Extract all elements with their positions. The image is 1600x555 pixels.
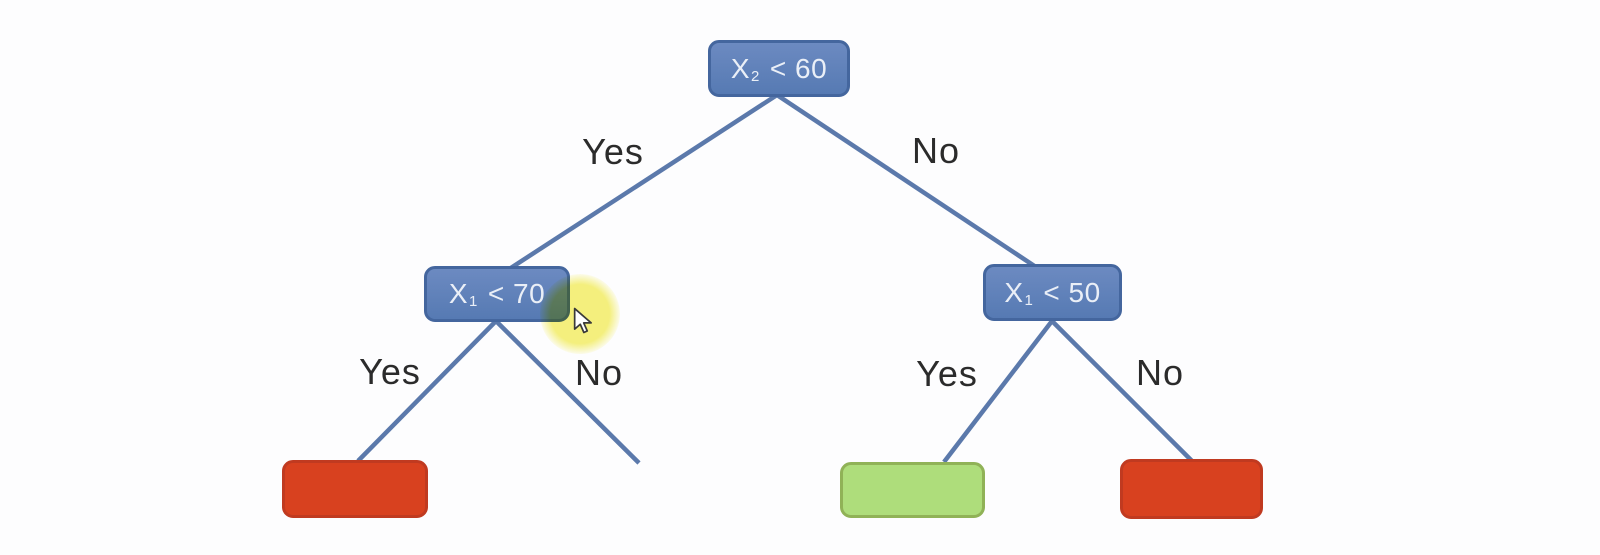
branch-label-root-no: No (911, 130, 961, 171)
edge-right-yes (942, 319, 1054, 464)
decision-node-left: X 1 < 70 (424, 266, 570, 322)
node-subscript: 1 (1024, 292, 1034, 309)
node-variable: X (448, 278, 469, 309)
branch-label-root-yes: Yes (582, 131, 644, 172)
edge-root-no (775, 93, 1050, 277)
node-subscript: 1 (469, 293, 478, 310)
node-subscript: 2 (751, 68, 760, 85)
branch-label-right-yes: Yes (916, 353, 978, 394)
leaf-node-red-right (1120, 459, 1263, 519)
edge-left-yes (356, 319, 498, 463)
node-variable: X (1004, 276, 1024, 308)
node-condition: < 50 (1043, 276, 1101, 308)
node-condition: < 70 (487, 278, 546, 309)
edge-right-no (1050, 319, 1194, 463)
decision-node-right: X 1 < 50 (983, 264, 1122, 321)
node-variable: X (730, 52, 751, 84)
decision-node-root: X 2 < 60 (708, 40, 850, 97)
branch-label-right-no: No (1135, 352, 1185, 393)
edge-root-yes (498, 93, 779, 277)
branch-label-left-no: No (574, 352, 624, 393)
node-condition: < 60 (769, 52, 828, 84)
leaf-node-green (840, 462, 985, 518)
edge-left-no (494, 319, 641, 465)
branch-label-left-yes: Yes (359, 351, 421, 392)
leaf-node-red-left (282, 460, 428, 518)
